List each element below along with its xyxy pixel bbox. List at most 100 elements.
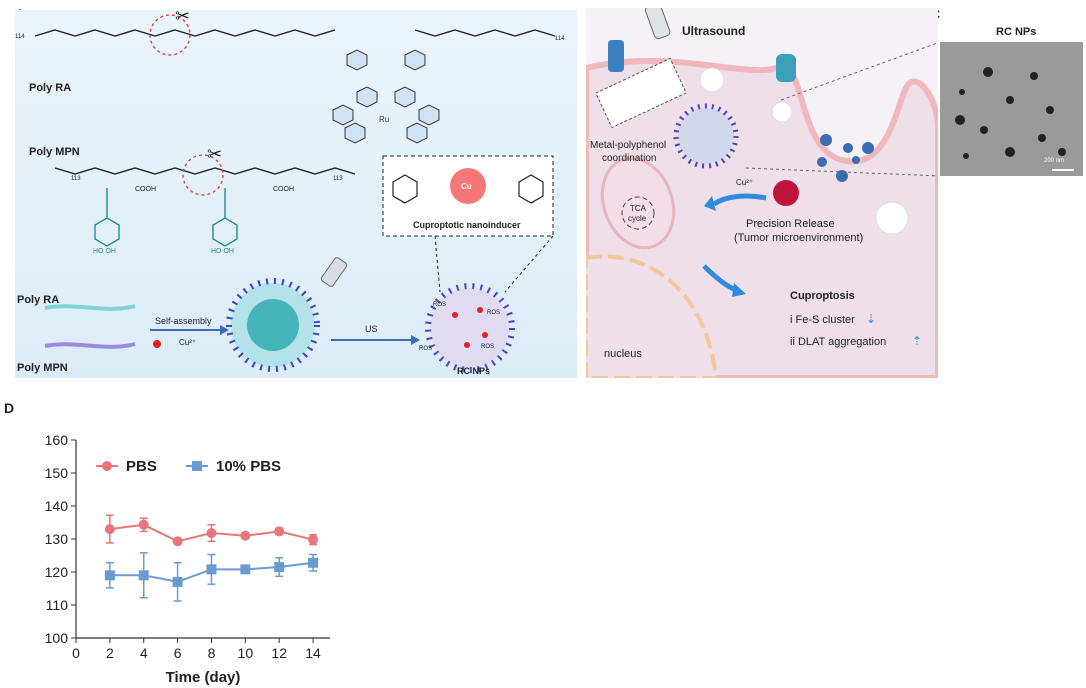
- vesicle: [771, 101, 793, 123]
- precision-release-sphere: [773, 180, 799, 206]
- poly-ra-backbone: [34, 29, 336, 37]
- cu-ion-label: Cu²⁺: [736, 178, 754, 187]
- scissors-icon: ✂: [175, 10, 190, 26]
- arrow-down-icon: ⇣: [866, 312, 877, 326]
- panel-c-title: RC NPs: [996, 26, 1037, 38]
- membrane-channel-icon: [776, 54, 796, 82]
- x-tick-label: 4: [140, 645, 148, 661]
- data-point: [138, 570, 149, 581]
- data-point: [240, 530, 251, 541]
- cuproptosis-label: Cuproptosis: [790, 290, 855, 302]
- vesicle: [875, 201, 909, 235]
- tem-image-drawing: [955, 67, 1074, 171]
- poly-mpn-strand: [44, 342, 136, 349]
- sub-113-left: 113: [71, 176, 81, 182]
- data-point: [240, 564, 251, 575]
- cooh-left-label: COOH: [135, 186, 156, 193]
- data-point: [206, 528, 217, 539]
- ros-label: ROS: [419, 346, 433, 352]
- panel-b-cell-mechanism: Ultrasound Metal-polyphenol coordination…: [586, 8, 938, 378]
- ru-center-label: Ru: [379, 115, 389, 124]
- rc-nps-label: RC NPs: [457, 366, 491, 376]
- nucleus-label: nucleus: [604, 348, 642, 360]
- catechol-ring-right: [212, 217, 238, 247]
- y-tick-label: 140: [45, 498, 69, 514]
- membrane-channel-icon: [608, 40, 624, 72]
- panel-a-drawing: ✂ Ru ✂: [34, 10, 556, 373]
- cu-ion-dot: [153, 340, 161, 348]
- legend-label: PBS: [126, 458, 157, 475]
- data-point: [206, 564, 217, 575]
- x-tick-label: 14: [305, 645, 321, 661]
- scissors-icon: ✂: [207, 144, 222, 164]
- data-point: [104, 570, 115, 581]
- arrow-head: [220, 325, 229, 335]
- panel-letter-d: D: [4, 400, 15, 416]
- data-point: [138, 519, 149, 530]
- micelle: [226, 278, 320, 372]
- coordination-label: coordination: [602, 153, 657, 164]
- poly-mpn-bottom-label: Poly MPN: [17, 362, 68, 374]
- rc-nanoparticle: [425, 283, 515, 373]
- zoom-line: [504, 235, 554, 293]
- zoom-line: [745, 167, 938, 177]
- ultrasound-probe-icon: [320, 257, 348, 287]
- tca-label-line2: cycle: [628, 214, 647, 223]
- precision-release-label: Precision Release: [746, 218, 835, 230]
- ho-oh-left-label: HO OH: [93, 248, 116, 255]
- ultrasound-probe-icon: [644, 8, 671, 40]
- zoom-line: [434, 235, 441, 293]
- scale-bar-label: 200 nm: [1044, 158, 1065, 164]
- x-tick-label: 0: [72, 645, 80, 661]
- sub-113-right: 113: [333, 176, 343, 182]
- ru-complex: [332, 49, 440, 144]
- x-tick-label: 6: [174, 645, 182, 661]
- self-assembly-label: Self-assembly: [155, 316, 212, 326]
- arrow-head: [411, 335, 420, 345]
- poly-ra-backbone-right: [414, 29, 556, 37]
- zoom-line: [780, 42, 938, 101]
- arrow-cu-release: [712, 193, 767, 207]
- catechol-ring: [518, 174, 544, 204]
- cleavage-site-mpn: [182, 154, 224, 196]
- panel-b-drawing: [586, 8, 938, 378]
- poly-ra-strand: [44, 304, 136, 311]
- legend-label: 10% PBS: [216, 458, 281, 475]
- tem-nanoparticles: [955, 67, 1066, 159]
- panel-a-synthesis-scheme: ✂ Ru ✂: [15, 10, 577, 378]
- cu-ion-label: Cu²⁺: [179, 338, 197, 347]
- series-line: [109, 561, 314, 583]
- ros-label: ROS: [487, 310, 501, 316]
- y-tick-label: 150: [45, 465, 69, 481]
- sub-114-right: 114: [555, 36, 565, 42]
- cu-center-label: Cu: [461, 182, 472, 191]
- sub-114-left: 114: [15, 34, 25, 40]
- data-point: [274, 562, 285, 573]
- panel-c-tem-image: 200 nm: [940, 42, 1083, 176]
- poly-mpn-backbone: [54, 167, 356, 175]
- arrow-up-icon: ⇡: [912, 334, 923, 348]
- cooh-right-label: COOH: [273, 186, 294, 193]
- ho-oh-right-label: HO OH: [211, 248, 234, 255]
- poly-mpn-label: Poly MPN: [29, 146, 80, 158]
- cleavage-site-ra: [149, 14, 191, 56]
- x-axis-label: Time (day): [166, 669, 241, 686]
- catechol-ring-left: [94, 217, 120, 247]
- mitochondria: [600, 156, 676, 250]
- legend-marker: [102, 461, 112, 471]
- poly-ra-label: Poly RA: [29, 82, 72, 94]
- dlat-label: ii DLAT aggregation: [790, 336, 887, 348]
- y-tick-label: 130: [45, 531, 69, 547]
- polyphenol-complex-nanoparticle: [673, 103, 739, 169]
- arrow-head: [732, 283, 746, 297]
- series-line: [109, 523, 314, 543]
- ros-label: ROS: [481, 344, 495, 350]
- fes-cluster-label: i Fe-S cluster: [790, 314, 855, 326]
- x-tick-label: 12: [271, 645, 287, 661]
- x-tick-label: 8: [208, 645, 216, 661]
- vesicle: [699, 67, 725, 93]
- catechol-ring: [392, 174, 418, 204]
- tumor-micro-label: (Tumor microenvironment): [734, 232, 864, 244]
- y-tick-label: 100: [45, 630, 69, 646]
- x-tick-label: 2: [106, 645, 114, 661]
